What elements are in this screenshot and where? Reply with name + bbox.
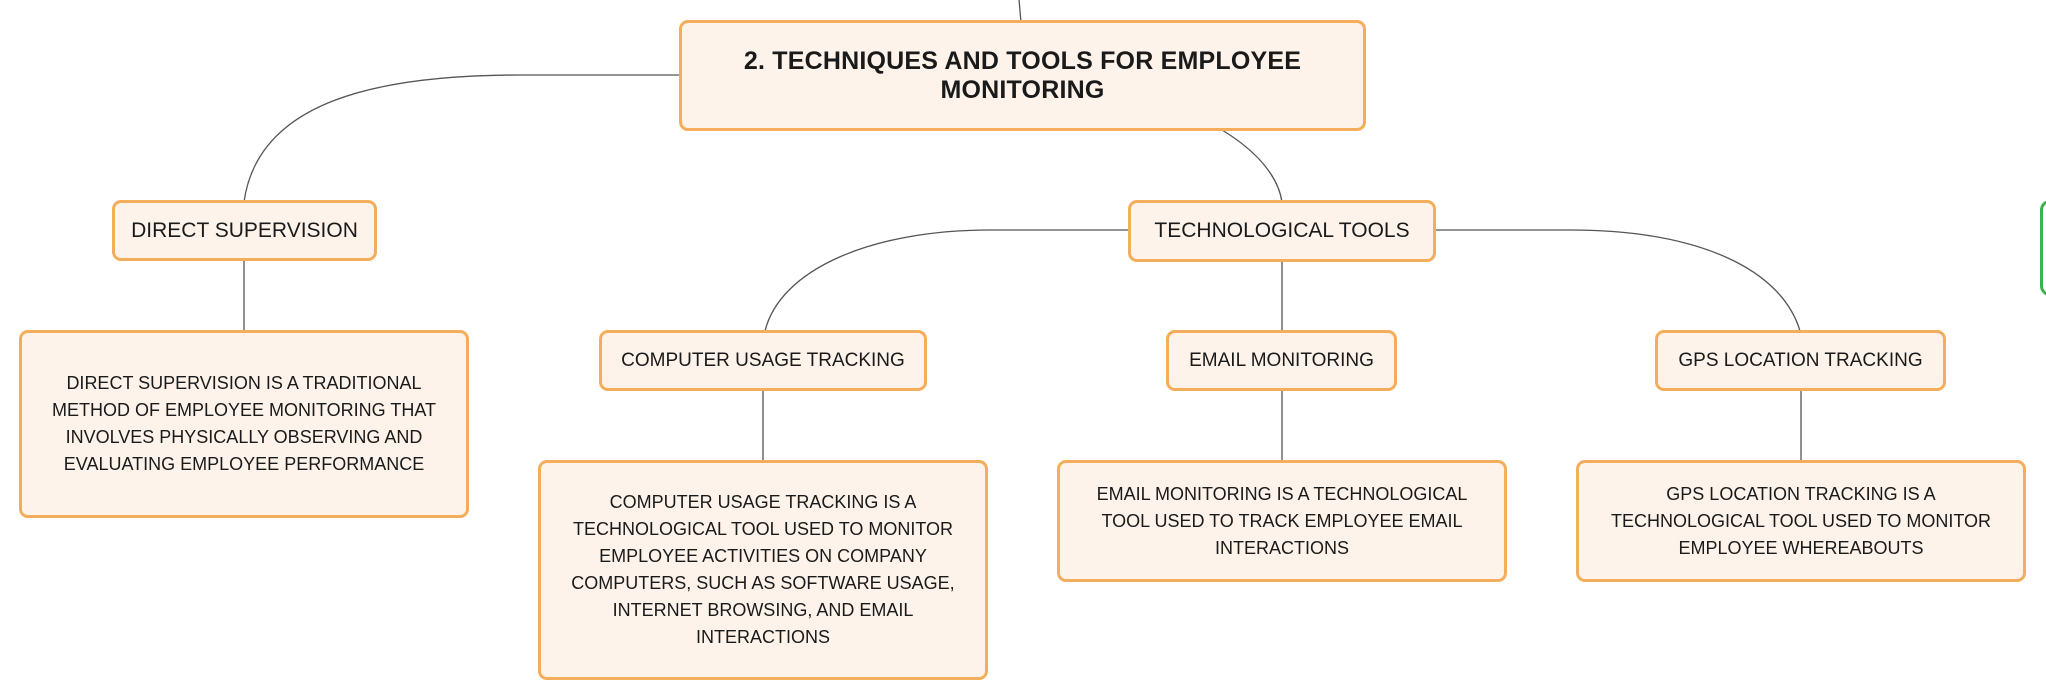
connector-root-direct-supervision xyxy=(243,74,681,203)
connector-root-technological-tools xyxy=(1221,129,1283,203)
technological-tools-node[interactable]: TECHNOLOGICAL TOOLS xyxy=(1128,200,1436,262)
offscreen-node-edge[interactable] xyxy=(2040,200,2046,296)
computer-usage-tracking-description-text: COMPUTER USAGE TRACKING IS A TECHNOLOGIC… xyxy=(571,492,955,647)
direct-supervision-description-node[interactable]: DIRECT SUPERVISION IS A TRADITIONAL METH… xyxy=(19,330,469,518)
direct-supervision-description-text: DIRECT SUPERVISION IS A TRADITIONAL METH… xyxy=(51,373,437,474)
connector-tech-computer-usage xyxy=(764,229,1129,332)
computer-usage-tracking-description-node[interactable]: COMPUTER USAGE TRACKING IS A TECHNOLOGIC… xyxy=(538,460,988,680)
technological-tools-label: TECHNOLOGICAL TOOLS xyxy=(1154,219,1410,242)
computer-usage-tracking-node[interactable]: COMPUTER USAGE TRACKING xyxy=(599,330,927,391)
root-topic-node[interactable]: 2. TECHNIQUES AND TOOLS FOR EMPLOYEE MON… xyxy=(679,20,1366,131)
email-monitoring-description-text: EMAIL MONITORING IS A TECHNOLOGICAL TOOL… xyxy=(1096,483,1468,558)
gps-location-tracking-label: GPS LOCATION TRACKING xyxy=(1678,349,1923,371)
email-monitoring-label: EMAIL MONITORING xyxy=(1189,349,1374,371)
email-monitoring-description-node[interactable]: EMAIL MONITORING IS A TECHNOLOGICAL TOOL… xyxy=(1057,460,1507,582)
connector-tech-gps-tracking xyxy=(1435,229,1801,332)
gps-location-tracking-description-text: GPS LOCATION TRACKING IS A TECHNOLOGICAL… xyxy=(1610,483,1992,558)
computer-usage-tracking-label: COMPUTER USAGE TRACKING xyxy=(621,349,905,371)
connector-root-parent xyxy=(1018,0,1022,22)
gps-location-tracking-node[interactable]: GPS LOCATION TRACKING xyxy=(1655,330,1946,391)
root-topic-label: 2. TECHNIQUES AND TOOLS FOR EMPLOYEE MON… xyxy=(743,46,1302,104)
direct-supervision-label: DIRECT SUPERVISION xyxy=(131,218,358,242)
gps-location-tracking-description-node[interactable]: GPS LOCATION TRACKING IS A TECHNOLOGICAL… xyxy=(1576,460,2026,582)
email-monitoring-node[interactable]: EMAIL MONITORING xyxy=(1166,330,1397,391)
direct-supervision-node[interactable]: DIRECT SUPERVISION xyxy=(112,200,377,261)
